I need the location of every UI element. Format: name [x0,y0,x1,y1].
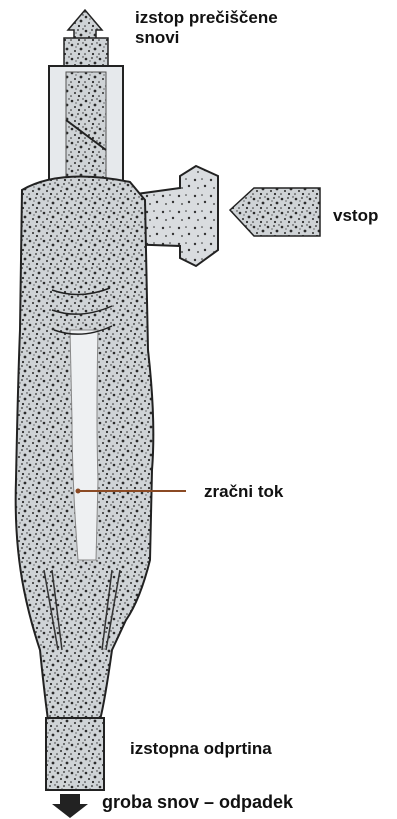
outlet-pipe-cap [64,38,108,68]
label-bottom-outlet: izstopna odprtina [130,739,272,759]
airflow-leader-dot [76,489,81,494]
waste-arrow-down-icon [52,794,88,818]
label-clean-outlet-line1: izstop prečiščene [135,8,278,28]
label-airflow: zračni tok [204,482,283,502]
bottom-outlet-pipe [46,718,104,790]
label-clean-outlet: izstop prečiščene snovi [135,8,278,48]
outlet-arrow-up-icon [68,10,102,40]
label-waste: groba snov – odpadek [102,792,293,812]
label-inlet: vstop [333,206,378,226]
label-clean-outlet-line2: snovi [135,28,278,48]
inlet-arrow-icon [230,188,320,236]
